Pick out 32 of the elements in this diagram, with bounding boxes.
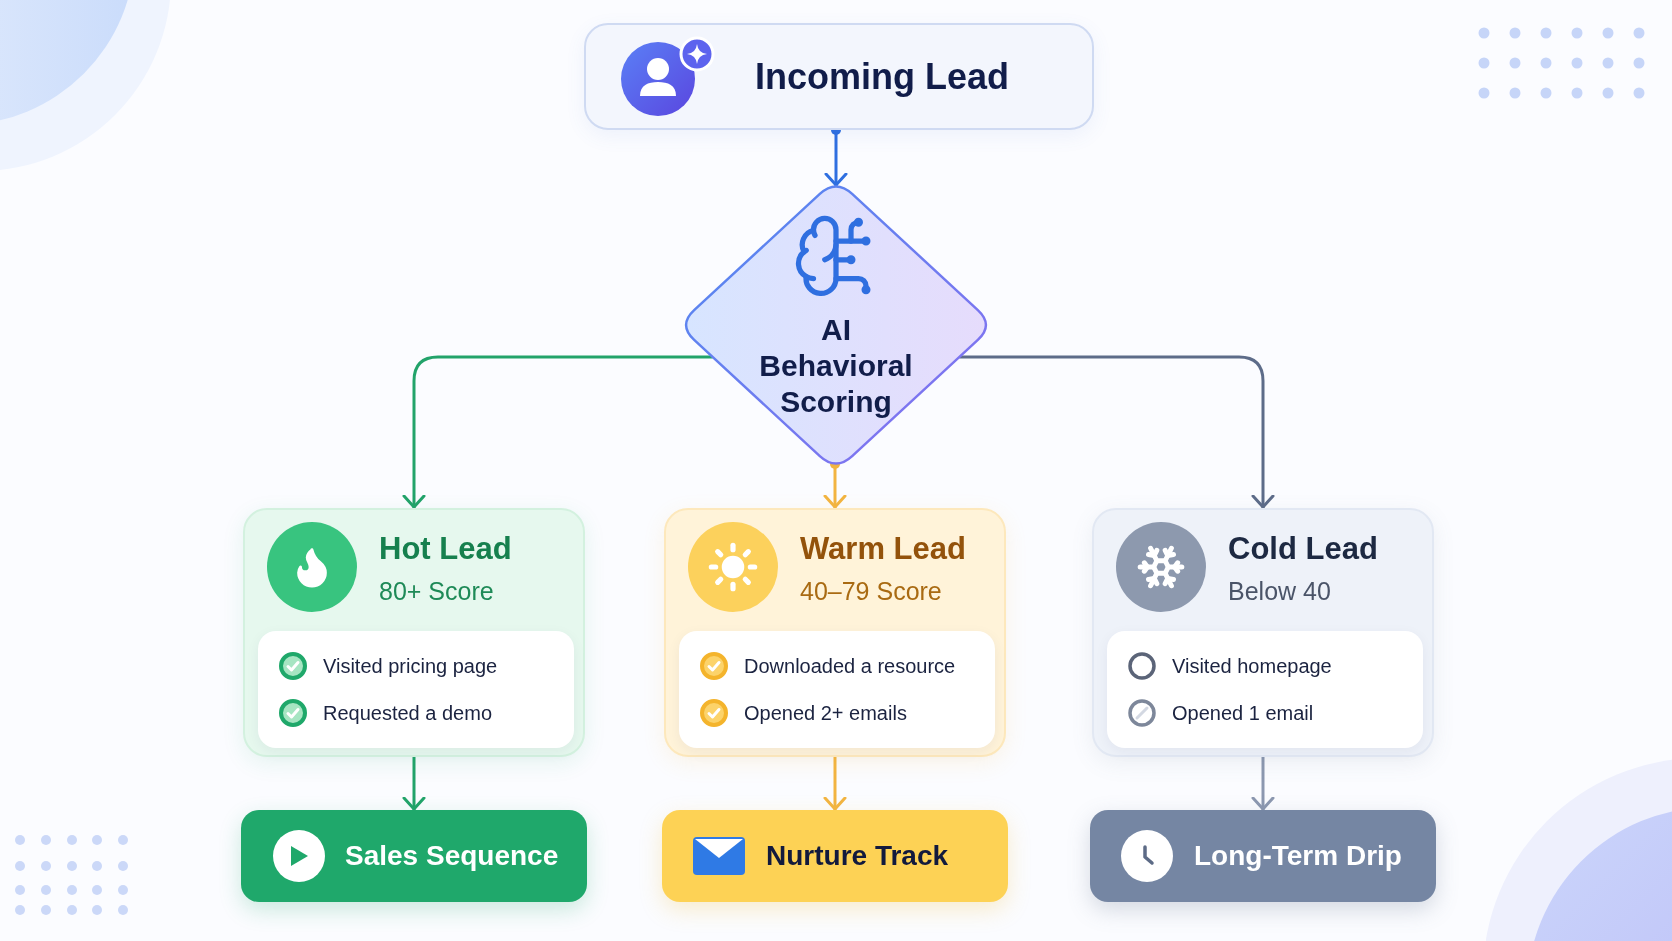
action-label: Nurture Track bbox=[766, 839, 949, 873]
category-card bbox=[243, 508, 585, 757]
criteria-text: Visited pricing page bbox=[323, 654, 498, 679]
card-title: Warm Lead bbox=[800, 530, 966, 568]
criteria-text: Requested a demo bbox=[323, 701, 492, 726]
action-bar bbox=[662, 810, 1008, 902]
arrow bbox=[402, 757, 426, 811]
category-card bbox=[664, 508, 1006, 757]
criteria-panel bbox=[1107, 631, 1423, 748]
card-title: Hot Lead bbox=[379, 530, 512, 568]
score-label: Below 40 bbox=[1228, 576, 1332, 606]
process-box bbox=[584, 23, 1094, 130]
action-bar bbox=[241, 810, 587, 902]
criteria-text: Downloaded a resource bbox=[744, 654, 956, 679]
box-title: Incoming Lead bbox=[755, 54, 1010, 99]
arrow bbox=[823, 757, 847, 811]
action-label: Sales Sequence bbox=[345, 839, 559, 873]
category-card bbox=[1092, 508, 1434, 757]
score-label: 40–79 Score bbox=[800, 576, 943, 606]
criteria-text: Opened 1 email bbox=[1172, 701, 1314, 726]
score-label: 80+ Score bbox=[379, 576, 495, 606]
criteria-text: Opened 2+ emails bbox=[744, 701, 907, 726]
criteria-panel bbox=[258, 631, 574, 748]
criteria-text: Visited homepage bbox=[1172, 654, 1332, 679]
arrow bbox=[402, 355, 713, 509]
arrow bbox=[1251, 757, 1275, 811]
action-label: Long-Term Drip bbox=[1194, 839, 1402, 873]
criteria-panel bbox=[679, 631, 995, 748]
diamond-label: AI Behavioral Scoring bbox=[758, 312, 914, 420]
action-bar bbox=[1090, 810, 1436, 902]
arrow bbox=[959, 355, 1275, 509]
card-title: Cold Lead bbox=[1228, 530, 1378, 568]
